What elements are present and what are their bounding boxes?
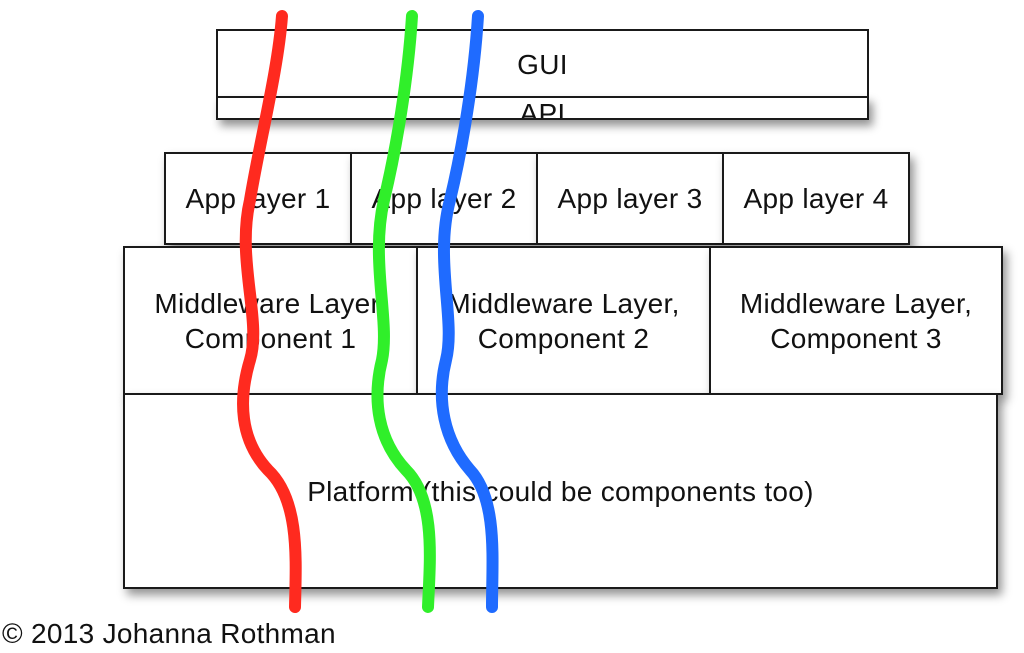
app-layer-4-box: App layer 4 (722, 152, 910, 245)
platform-layer-box: Platform (this could be components too) (123, 393, 998, 589)
app-layer-1-label: App layer 1 (185, 183, 331, 214)
middleware-component-3-box: Middleware Layer, Component 3 (709, 246, 1003, 395)
app-layer-2-box: App layer 2 (350, 152, 538, 245)
app-layer-3-label: App layer 3 (557, 183, 703, 214)
middleware-component-1-box: Middleware Layer, Component 1 (123, 246, 418, 395)
copyright-notice: © 2013 Johanna Rothman (2, 618, 336, 649)
gui-layer-box: GUI (216, 29, 869, 98)
platform-layer-label: Platform (this could be components too) (307, 475, 814, 507)
app-layer-1-box: App layer 1 (164, 152, 352, 245)
api-layer-label: API (519, 98, 566, 120)
app-layer-4-label: App layer 4 (743, 183, 889, 214)
middleware-component-1-label: Middleware Layer, Component 1 (154, 287, 387, 354)
middleware-component-3-label: Middleware Layer, Component 3 (739, 287, 973, 354)
app-layer-2-label: App layer 2 (371, 183, 517, 214)
middleware-component-2-label: Middleware Layer, Component 2 (447, 287, 680, 354)
api-layer-box: API (216, 96, 869, 120)
middleware-component-2-box: Middleware Layer, Component 2 (416, 246, 711, 395)
gui-layer-label: GUI (517, 49, 568, 80)
app-layer-3-box: App layer 3 (536, 152, 724, 245)
